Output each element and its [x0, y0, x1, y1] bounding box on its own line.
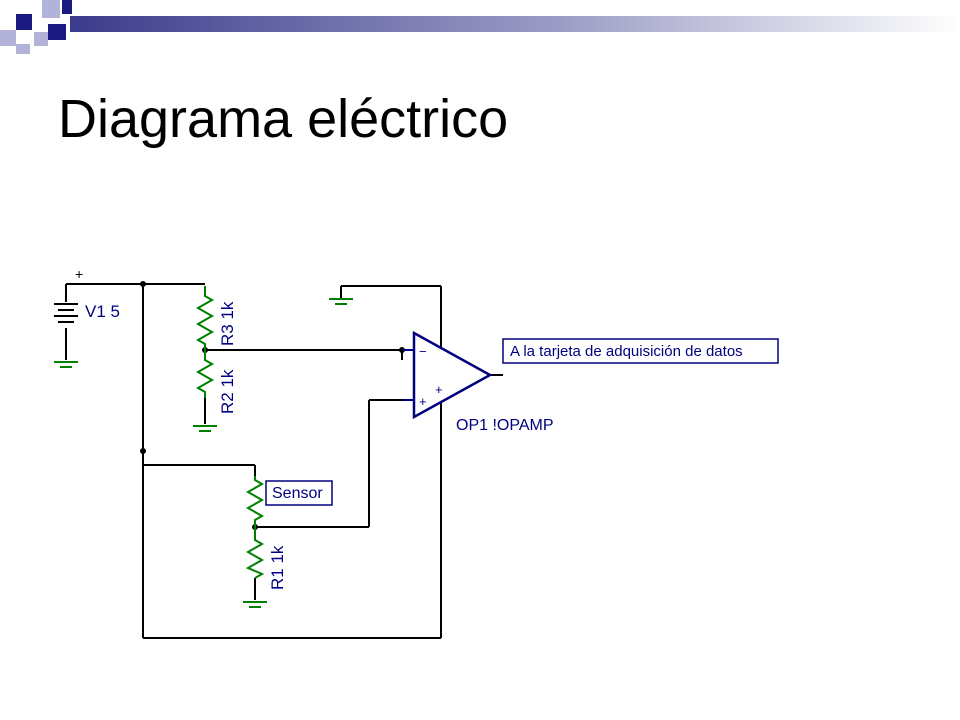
resistor-r2	[195, 350, 215, 398]
header-gradient-bar	[0, 0, 960, 54]
resistor-r3	[195, 286, 215, 350]
resistor-r1	[245, 527, 265, 579]
sensor-label-box	[265, 480, 333, 506]
opamp-triangle	[412, 330, 493, 420]
header-gradient-strip	[70, 16, 960, 32]
sensor-label: Sensor	[272, 485, 323, 502]
deco-square-light-3	[34, 32, 48, 46]
ground-r1	[243, 601, 267, 608]
v1-plus-sign: +	[75, 266, 83, 282]
opamp-minus-sign: −	[419, 344, 427, 359]
ground-r2	[193, 425, 217, 432]
deco-square-dark-1	[16, 14, 32, 30]
ground-symbols	[54, 298, 353, 608]
output-label-box	[502, 338, 779, 364]
resistors	[195, 286, 265, 579]
r2-label: R2 1k	[218, 369, 237, 414]
output-label: A la tarjeta de adquisición de datos	[510, 343, 743, 360]
ground-v1	[54, 361, 78, 368]
ground-opamp	[329, 298, 353, 305]
opamp-label: OP1 !OPAMP	[456, 417, 554, 434]
deco-square-dark-2	[62, 0, 72, 14]
v1-label: V1 5	[85, 302, 120, 321]
junction-top-left	[140, 281, 146, 287]
header-decoration	[0, 0, 960, 60]
deco-square-light-4	[16, 44, 30, 54]
opamp: − + +	[401, 330, 493, 420]
deco-square-dark-3	[48, 24, 66, 40]
r1-label: R1 1k	[268, 545, 287, 590]
opamp-plus-sign: +	[419, 394, 427, 409]
deco-square-light-2	[0, 30, 16, 46]
slide-title: Diagrama eléctrico	[58, 89, 509, 149]
resistor-sensor	[245, 476, 265, 527]
wires	[65, 283, 503, 639]
r3-label: R3 1k	[218, 301, 237, 346]
junction-left-mid	[140, 448, 146, 454]
deco-square-light-1	[42, 0, 60, 18]
battery-v1-symbol	[54, 303, 78, 323]
opamp-plus-inner: +	[435, 382, 443, 397]
